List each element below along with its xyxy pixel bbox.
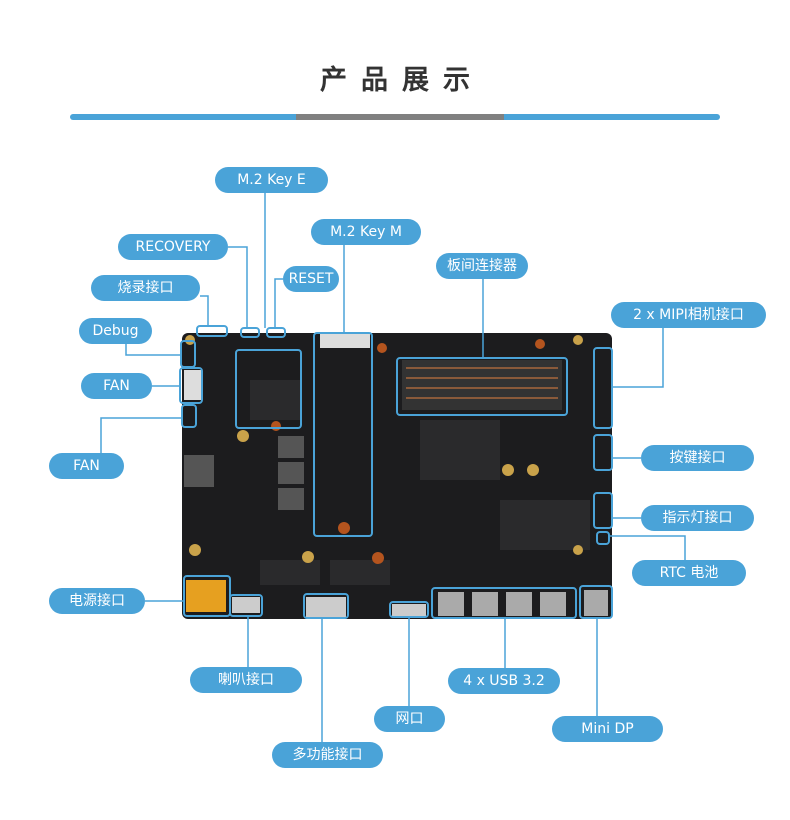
label-button-port: 按键接口: [641, 445, 754, 471]
label-rtc-battery: RTC 电池: [632, 560, 746, 586]
label-power-port: 电源接口: [49, 588, 145, 614]
label-ethernet: 网口: [374, 706, 445, 732]
label-multi-port: 多功能接口: [272, 742, 383, 768]
label-board-connector: 板间连接器: [436, 253, 528, 279]
label-speaker-port: 喇叭接口: [190, 667, 302, 693]
label-usb: 4 x USB 3.2: [448, 668, 560, 694]
label-m2-key-m: M.2 Key M: [311, 219, 421, 245]
divider-left: [70, 114, 296, 120]
label-mini-dp: Mini DP: [552, 716, 663, 742]
label-led-port: 指示灯接口: [641, 505, 754, 531]
label-recovery: RECOVERY: [118, 234, 228, 260]
page-title: 产品展示: [320, 65, 484, 96]
label-fan-2: FAN: [49, 453, 124, 479]
label-mipi: 2 x MIPI相机接口: [611, 302, 766, 328]
divider-right: [504, 114, 720, 120]
label-burn-port: 烧录接口: [91, 275, 200, 301]
power-connector: [186, 580, 226, 612]
divider-middle: [296, 114, 504, 120]
label-m2-key-e: M.2 Key E: [215, 167, 328, 193]
label-fan-1: FAN: [81, 373, 152, 399]
label-debug: Debug: [79, 318, 152, 344]
label-reset: RESET: [283, 266, 339, 292]
